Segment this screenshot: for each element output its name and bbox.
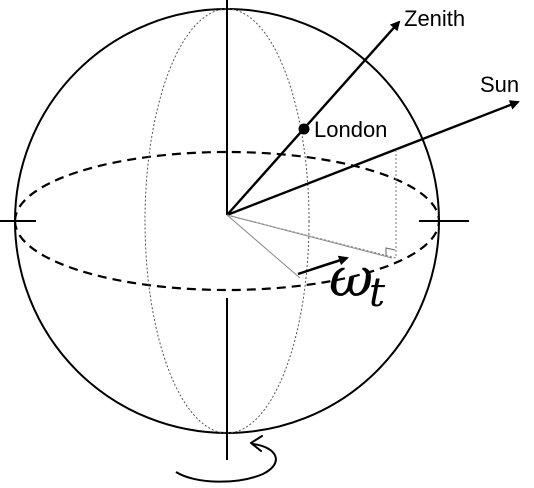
equator-front [13,220,441,292]
sun-label: Sun [480,72,519,97]
sun-arrow [226,100,520,217]
rotation-arrow [175,443,277,483]
hour-angle-reference-line [226,214,301,279]
right-angle-marker [385,247,396,256]
omega-symbol: ω [329,246,373,309]
zenith-label: Zenith [404,6,465,31]
london-point [298,123,310,135]
london-meridian-projection [226,214,393,259]
hour-angle-arc [297,255,349,276]
omega-subscript: t [369,270,386,316]
rotation-arrowhead [250,435,263,452]
equator-back [13,150,441,222]
zenith-arrow [226,20,401,216]
meridian-ellipse [144,8,310,434]
london-label: London [314,117,387,142]
